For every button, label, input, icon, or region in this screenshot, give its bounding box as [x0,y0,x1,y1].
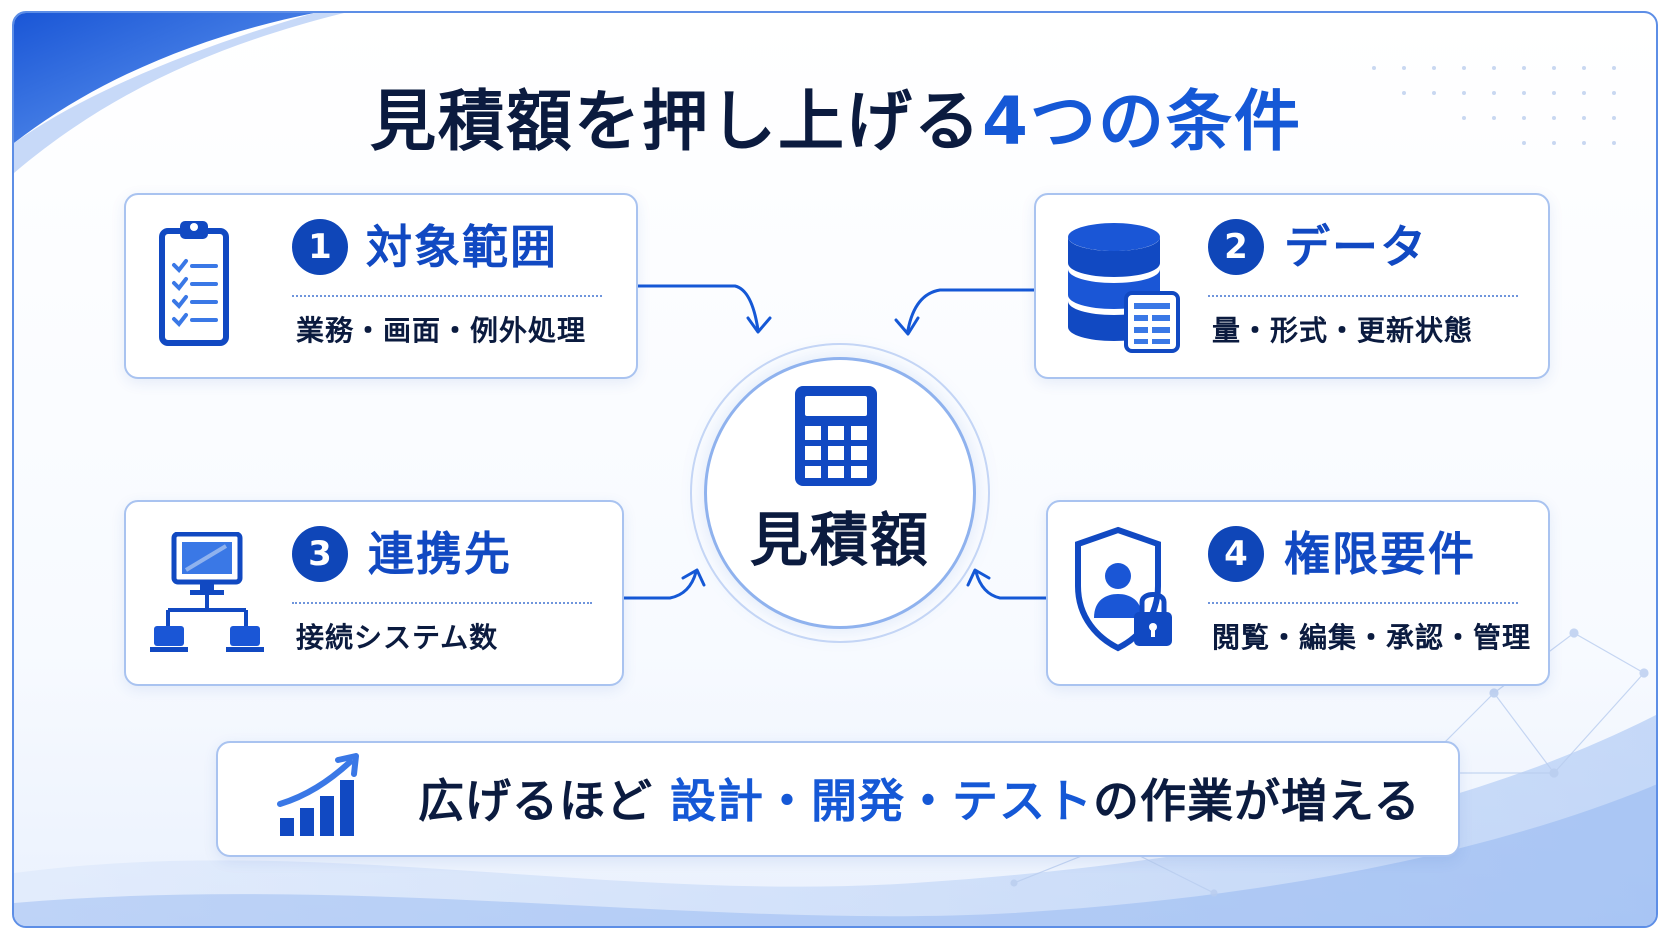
network-computers-icon [150,532,264,652]
card-number-badge: 3 [292,526,348,582]
card-subtext: 量・形式・更新状態 [1212,314,1474,347]
card-permissions: 4 権限要件 閲覧・編集・承認・管理 [1046,500,1550,686]
shield-user-lock-icon [1075,526,1172,652]
card-number-badge: 1 [292,219,348,275]
bottom-banner [216,741,1460,857]
dotted-divider [292,602,592,604]
growth-chart-icon [277,753,359,836]
database-icon [1068,223,1180,353]
card-number-badge: 4 [1208,526,1264,582]
card-integrations: 3 連携先 接続システム数 [124,500,624,686]
card-heading: 権限要件 [1284,527,1476,581]
calculator-icon [795,386,877,486]
card-number-badge: 2 [1208,219,1264,275]
title-main: 見積額を押し上げる [370,83,983,160]
card-scope: 1 対象範囲 業務・画面・例外処理 [124,193,638,379]
dotted-divider [1208,295,1518,297]
dotted-divider [292,295,602,297]
card-subtext: 閲覧・編集・承認・管理 [1212,621,1532,654]
card-heading: データ [1284,220,1428,274]
bottom-prefix: 広げるほど [418,774,653,828]
bottom-message: 広げるほど 設計・開発・テストの作業が増える [418,773,1421,829]
bottom-suffix: の作業が増える [1093,774,1421,828]
bottom-emphasis: 設計・開発・テスト [670,774,1094,828]
card-data: 2 データ 量・形式・更新状態 [1034,193,1550,379]
card-subtext: 業務・画面・例外処理 [296,314,587,347]
card-subtext: 接続システム数 [296,621,499,654]
title-accent: 4つの条件 [982,83,1302,160]
card-heading: 連携先 [368,527,512,581]
clipboard-checklist-icon [159,221,229,346]
card-heading: 対象範囲 [366,220,558,274]
dotted-divider [1208,602,1518,604]
center-label: 見積額 [749,506,930,574]
page-title: 見積額を押し上げる4つの条件 [0,82,1672,162]
